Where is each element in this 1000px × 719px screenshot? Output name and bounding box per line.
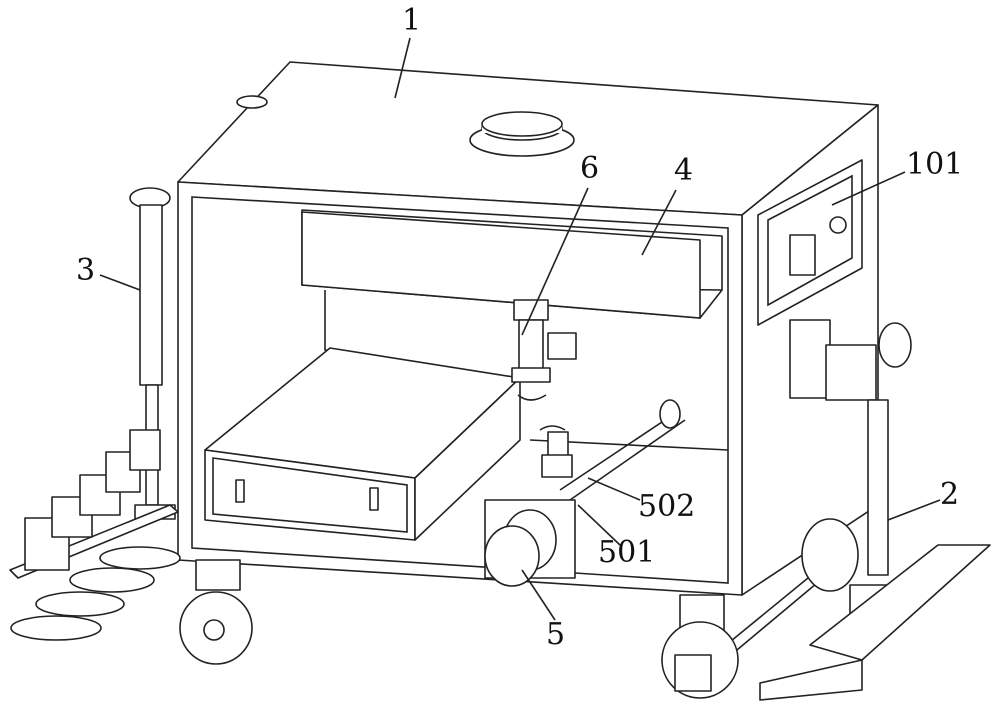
- label-5: 5: [546, 620, 565, 650]
- wheel-front-right: [662, 595, 738, 698]
- label-1: 1: [402, 6, 421, 36]
- filler-cap: [470, 112, 574, 156]
- wheel-front-left: [180, 560, 252, 664]
- label-502: 502: [638, 492, 695, 522]
- label-101: 101: [906, 150, 963, 180]
- label-6: 6: [580, 154, 599, 184]
- label-3: 3: [76, 256, 95, 286]
- label-501: 501: [598, 538, 655, 568]
- label-2: 2: [940, 480, 959, 510]
- label-4: 4: [674, 156, 693, 186]
